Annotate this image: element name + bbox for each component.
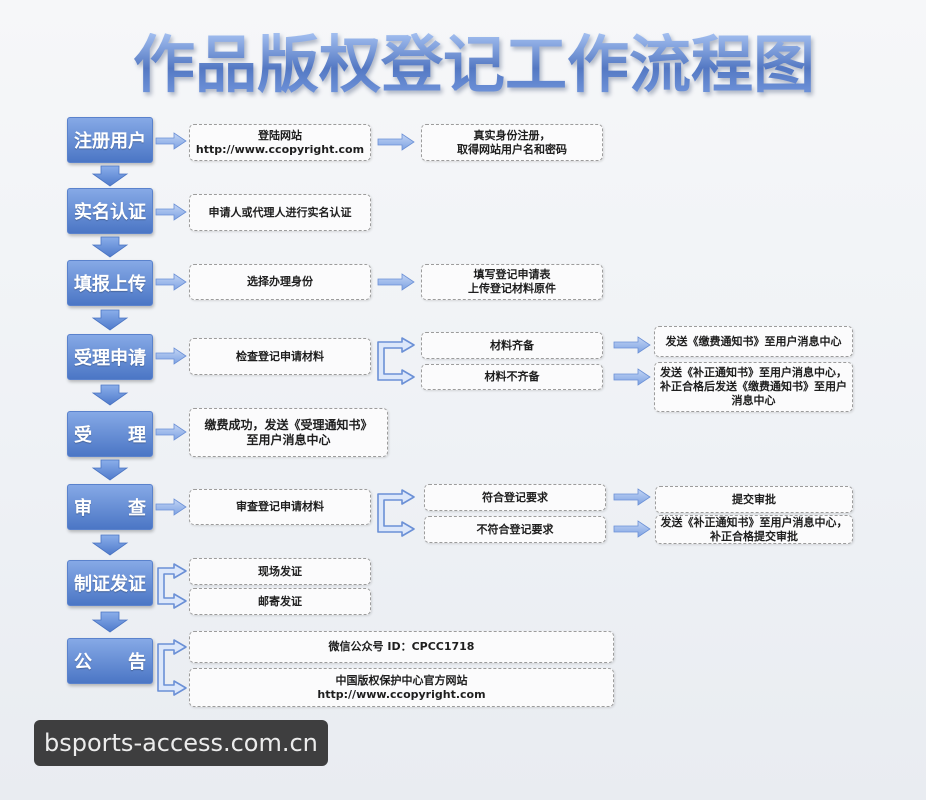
arrow-down-icon bbox=[91, 236, 129, 258]
arrow-down-icon bbox=[91, 534, 129, 556]
box-examine-materials: 审查登记申请材料 bbox=[189, 489, 371, 525]
arrow-right-icon bbox=[155, 132, 187, 150]
arrow-right-icon bbox=[155, 347, 187, 365]
arrow-right-icon bbox=[155, 498, 187, 516]
box-send-correction-then-approval: 发送《补正通知书》至用户消息中心， 补正合格提交审批 bbox=[655, 515, 853, 544]
step-examination: 审 查 bbox=[67, 484, 153, 530]
box-materials-incomplete: 材料不齐备 bbox=[421, 364, 603, 390]
step-certificate-issue: 制证发证 bbox=[67, 560, 153, 606]
step-application-intake: 受理申请 bbox=[67, 334, 153, 380]
box-real-name-verification: 申请人或代理人进行实名认证 bbox=[189, 194, 371, 231]
arrow-down-icon bbox=[91, 309, 129, 331]
box-mail-issue: 邮寄发证 bbox=[189, 588, 371, 615]
box-submit-approval: 提交审批 bbox=[655, 486, 853, 513]
box-select-identity: 选择办理身份 bbox=[189, 264, 371, 300]
box-login-website: 登陆网站 http://www.ccopyright.com bbox=[189, 124, 371, 161]
branch-arrow-icon bbox=[157, 639, 187, 696]
step-register: 注册用户 bbox=[67, 117, 153, 163]
box-real-identity-signup: 真实身份注册， 取得网站用户名和密码 bbox=[421, 124, 603, 161]
arrow-right-icon bbox=[613, 336, 651, 354]
arrow-right-icon bbox=[613, 368, 651, 386]
arrow-down-icon bbox=[91, 165, 129, 187]
step-acceptance: 受 理 bbox=[67, 411, 153, 457]
arrow-right-icon bbox=[155, 273, 187, 291]
arrow-right-icon bbox=[155, 203, 187, 221]
box-meets-requirements: 符合登记要求 bbox=[424, 484, 606, 511]
watermark-label: bsports-access.com.cn bbox=[34, 720, 328, 766]
step-announcement: 公 告 bbox=[67, 638, 153, 684]
arrow-right-icon bbox=[377, 133, 415, 151]
page-title: 作品版权登记工作流程图 bbox=[124, 33, 824, 97]
branch-arrow-icon bbox=[157, 563, 187, 609]
box-send-payment-notice: 发送《缴费通知书》至用户消息中心 bbox=[654, 326, 853, 357]
box-check-materials: 检查登记申请材料 bbox=[189, 338, 371, 375]
box-onsite-issue: 现场发证 bbox=[189, 558, 371, 585]
box-send-correction-then-payment-notice: 发送《补正通知书》至用户消息中心， 补正合格后发送《缴费通知书》至用户 消息中心 bbox=[654, 362, 853, 412]
box-wechat-account: 微信公众号 ID：CPCC1718 bbox=[189, 631, 614, 663]
arrow-down-icon bbox=[91, 611, 129, 633]
step-fill-upload: 填报上传 bbox=[67, 260, 153, 306]
arrow-right-icon bbox=[613, 488, 651, 506]
step-real-name-auth: 实名认证 bbox=[67, 188, 153, 234]
branch-arrow-icon bbox=[377, 489, 415, 537]
box-materials-complete: 材料齐备 bbox=[421, 332, 603, 359]
arrow-right-icon bbox=[155, 423, 187, 441]
arrow-down-icon bbox=[91, 459, 129, 481]
arrow-right-icon bbox=[613, 520, 651, 538]
branch-arrow-icon bbox=[377, 337, 415, 385]
arrow-right-icon bbox=[377, 273, 415, 291]
arrow-down-icon bbox=[91, 384, 129, 406]
box-fails-requirements: 不符合登记要求 bbox=[424, 516, 606, 543]
box-payment-success-acceptance-notice: 缴费成功，发送《受理通知书》 至用户消息中心 bbox=[189, 408, 388, 457]
box-official-website: 中国版权保护中心官方网站 http://www.ccopyright.com bbox=[189, 668, 614, 707]
box-fill-application-form: 填写登记申请表 上传登记材料原件 bbox=[421, 264, 603, 300]
